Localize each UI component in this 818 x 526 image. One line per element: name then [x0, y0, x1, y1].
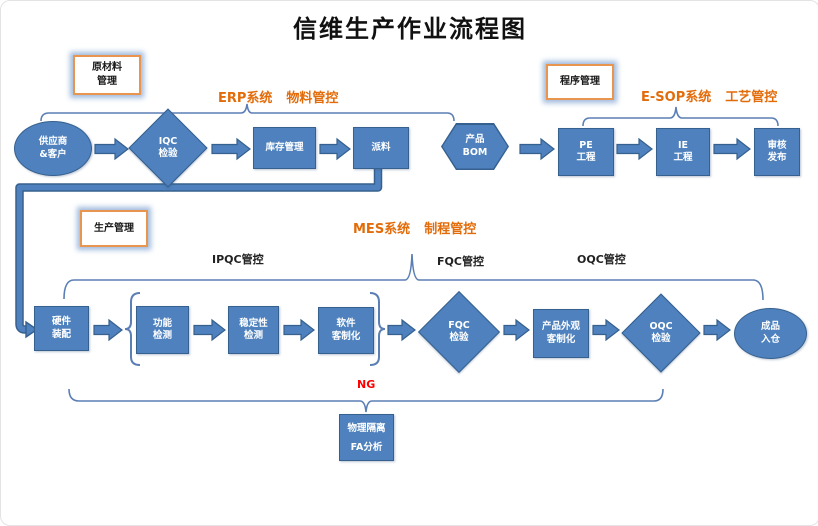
- arrow-ie-to-audit: [713, 137, 751, 161]
- oqc-control-label: OQC管控: [577, 253, 626, 266]
- esop-system-name: E-SOP系统: [641, 90, 712, 105]
- ipqc-control-label: IPQC管控: [212, 253, 264, 266]
- arrow-supplier-to-iqc: [94, 137, 129, 161]
- bom-hexagon-label: 产品 BOM: [442, 124, 508, 169]
- arrow-oqc-to-warehouse: [703, 318, 731, 342]
- node-material-dispatch: 派料: [353, 127, 409, 169]
- node-iqc-inspection: IQC 检验: [128, 108, 208, 188]
- node-ie-engineering: IE 工程: [656, 128, 710, 176]
- node-stability-test: 稳定性 检测: [228, 306, 279, 354]
- node-function-test: 功能 检测: [136, 306, 189, 354]
- esop-system-label: E-SOP系统工艺管控: [641, 86, 777, 105]
- node-fqc-inspection: FQC 检验: [417, 290, 501, 374]
- arrow-iqc-to-inventory: [211, 137, 251, 161]
- erp-bracket-line: [40, 103, 455, 122]
- left-brace: [124, 292, 141, 366]
- node-supplier-customer: 供应商 &客户: [14, 121, 92, 176]
- arrow-inventory-to-dispatch: [319, 137, 351, 161]
- fqc-diamond-label: FQC 检验: [448, 319, 470, 343]
- arrow-pe-to-ie: [616, 137, 653, 161]
- erp-system-label: ERP系统物料管控: [218, 87, 338, 106]
- erp-system-scope: 物料管控: [286, 91, 339, 106]
- right-brace: [369, 292, 386, 366]
- node-appearance-customization: 产品外观 客制化: [533, 309, 589, 358]
- arrow-functest-to-stability: [193, 318, 226, 342]
- node-audit-release: 审核 发布: [754, 128, 800, 176]
- arrow-bom-to-pe: [519, 137, 555, 161]
- tag-raw-material-management: 原材料 管理: [73, 55, 141, 95]
- mes-system-label: MES系统制程管控: [353, 218, 476, 237]
- ng-bracket-line: [68, 388, 664, 413]
- oqc-diamond-label: OQC 检验: [649, 320, 673, 344]
- ng-label: NG: [357, 378, 376, 391]
- node-pe-engineering: PE 工程: [558, 128, 614, 176]
- arrow-fqc-to-appearance: [503, 318, 530, 342]
- node-hardware-assembly: 硬件 装配: [34, 306, 89, 351]
- node-product-bom: 产品 BOM: [441, 123, 509, 170]
- dispatch-to-assembly-connector: [16, 169, 381, 333]
- node-finished-goods-warehouse: 成品 入仓: [734, 308, 807, 359]
- dispatch-to-assembly-arrowhead: [25, 320, 39, 339]
- node-oqc-inspection: OQC 检验: [621, 293, 701, 373]
- arrow-software-to-fqc: [387, 318, 416, 342]
- mes-system-scope: 制程管控: [424, 222, 477, 237]
- node-software-customization: 软件 客制化: [318, 307, 374, 354]
- node-physical-isolation-fa-analysis: 物理隔离 FA分析: [339, 414, 394, 461]
- arrow-appearance-to-oqc: [592, 318, 620, 342]
- mes-bracket-line: [63, 253, 764, 301]
- iqc-diamond-label: IQC 检验: [158, 135, 178, 159]
- node-inventory-management: 库存管理: [253, 127, 316, 169]
- page-title: 信维生产作业流程图: [293, 17, 527, 43]
- arrow-stability-to-software: [283, 318, 315, 342]
- esop-bracket-line: [582, 106, 779, 127]
- fqc-control-label: FQC管控: [437, 255, 484, 268]
- mes-system-name: MES系统: [353, 222, 411, 237]
- erp-system-name: ERP系统: [218, 91, 273, 106]
- tag-program-management: 程序管理: [546, 64, 614, 100]
- arrow-assembly-to-functest: [93, 318, 123, 342]
- esop-system-scope: 工艺管控: [725, 90, 778, 105]
- tag-production-management: 生产管理: [80, 210, 148, 247]
